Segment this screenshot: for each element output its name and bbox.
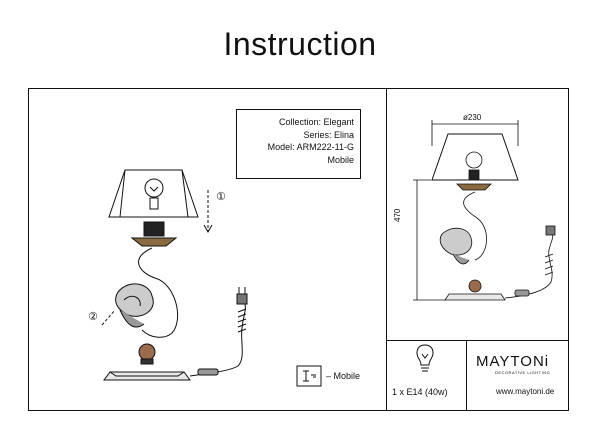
brand-logo: MAYTONi xyxy=(476,353,550,370)
product-info-box: Collection: Elegant Series: Elina Model:… xyxy=(236,109,361,179)
page-title: Instruction xyxy=(223,26,377,62)
brand-tagline: DECORATIVE LIGHTING xyxy=(495,370,551,375)
callout-1: ① xyxy=(216,191,226,203)
divider-vertical xyxy=(386,88,387,411)
variant-label: Mobile xyxy=(327,154,354,165)
bulb-icon xyxy=(416,344,434,372)
mobile-legend-icon xyxy=(296,365,322,387)
callout-2: ② xyxy=(88,311,98,323)
lamp-drawing-dimensions xyxy=(413,120,556,301)
divider-horizontal xyxy=(386,340,569,341)
mobile-legend-label: – Mobile xyxy=(326,371,361,381)
model-label: Model: ARM222-11-G xyxy=(267,142,354,152)
drawing-frame xyxy=(28,88,569,411)
divider-footer xyxy=(466,340,467,411)
height-label: 470 xyxy=(393,208,402,222)
lamp-drawing-main xyxy=(101,169,248,381)
bulb-spec: 1 x E14 (40w) xyxy=(392,387,448,397)
series-label: Series: Elina xyxy=(303,129,354,140)
diameter-label: ø230 xyxy=(463,113,482,122)
brand-url[interactable]: www.maytoni.de xyxy=(496,387,555,396)
collection-label: Collection: Elegant xyxy=(278,117,354,127)
